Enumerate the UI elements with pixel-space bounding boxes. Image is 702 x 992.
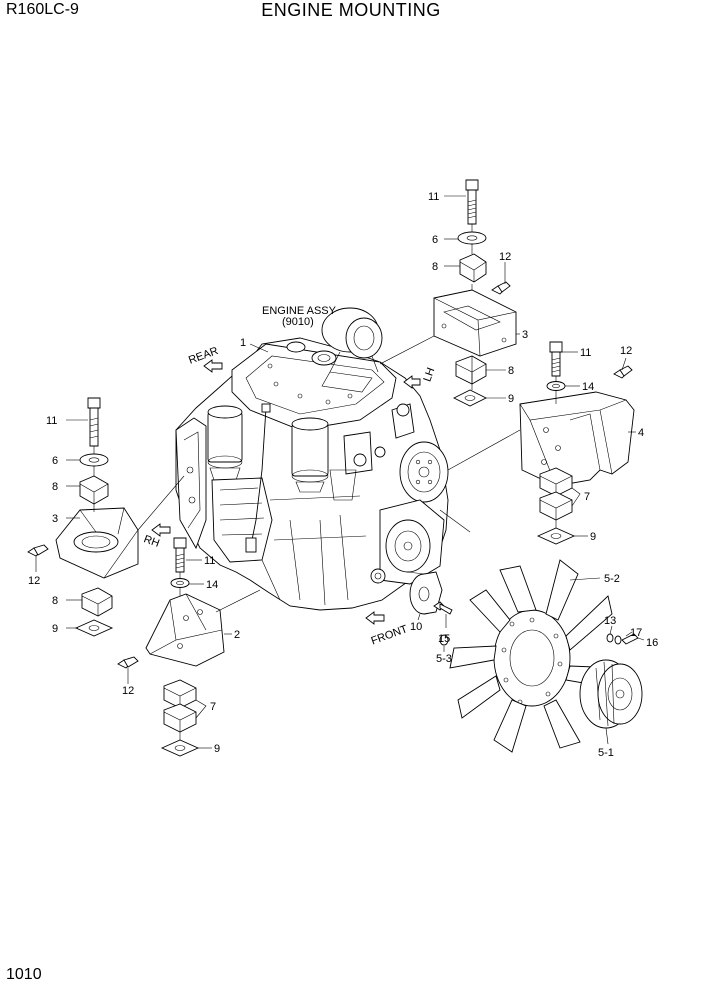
callout-6: 6 [52,455,58,467]
rh-arrow-icon [151,523,171,537]
callout-16: 16 [646,637,658,649]
callout-8: 8 [52,595,58,607]
callout-8: 8 [432,261,438,273]
mount-stack-rear-rh [27,397,139,637]
callout-3: 3 [522,329,528,341]
model-code: R160LC-9 [6,1,79,18]
callout-8: 8 [508,365,514,377]
front-direction-label: FRONT [369,623,409,647]
callout-13: 13 [604,615,616,627]
callout-5-3: 5-3 [436,653,452,665]
callout-11: 11 [46,415,57,427]
rear-arrow-icon [203,359,223,373]
callout-3: 3 [52,513,58,525]
engine-assy-code: (9010) [282,316,314,328]
washer-5-3-shape [439,634,449,646]
callout-5-2: 5-2 [604,573,620,585]
callout-8: 8 [52,481,58,493]
lh-arrow-icon [403,375,421,389]
callout-10: 10 [410,621,422,633]
bolt-15-shank [439,603,453,615]
callout-4: 4 [638,427,644,439]
front-arrow-icon [365,611,385,625]
callout-14: 14 [582,381,594,393]
callout-11: 11 [204,555,215,567]
callout-12: 12 [620,345,632,357]
callout-7: 7 [584,491,590,503]
page-number: 1010 [6,966,42,983]
engine-assembly [175,307,449,611]
callout-7: 7 [210,701,216,713]
callout-6: 6 [432,234,438,246]
callout-1: 1 [240,337,246,349]
callout-9: 9 [52,623,58,635]
callout-9: 9 [214,743,220,755]
engine-assy-label: ENGINE ASSY [262,305,337,317]
callout-11: 11 [580,347,591,359]
callout-17: 17 [630,627,642,639]
callout-9: 9 [590,531,596,543]
callout-14: 14 [206,579,218,591]
rh-direction-label: RH [142,533,161,550]
callout-5-1: 5-1 [598,747,614,759]
callout-12: 12 [122,685,134,697]
leader-lines [35,195,645,749]
nut-13-shape [606,633,614,643]
callout-12: 12 [499,251,511,263]
page-title: ENGINE MOUNTING [261,0,441,20]
callout-labels: 11 6 8 12 3 8 9 1 11 12 14 4 7 9 11 6 8 … [28,191,658,759]
callout-9: 9 [508,393,514,405]
mount-stack-front-lh [519,341,635,545]
washer-17-shape [614,635,622,645]
callout-12: 12 [28,575,40,587]
lh-direction-label: LH [421,366,437,383]
cooling-fan [449,559,621,753]
mount-stack-front-rh [117,537,225,757]
mount-stack-rear-lh [433,179,517,407]
callout-15: 15 [438,633,450,645]
callout-11: 11 [428,191,439,203]
fan-clutch [579,659,643,729]
callout-2: 2 [234,629,240,641]
